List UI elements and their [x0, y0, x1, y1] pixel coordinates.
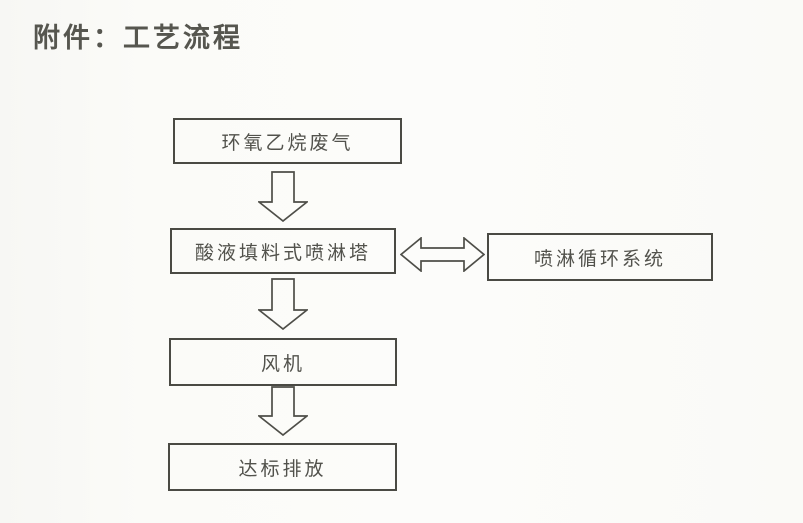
flow-node-fan-label: 风机: [260, 353, 305, 375]
flow-node-circulation-system-label: 喷淋循环系统: [533, 248, 666, 270]
flow-node-compliant-discharge-label: 达标排放: [238, 458, 327, 480]
flow-node-waste-gas-label: 环氧乙烷废气: [221, 132, 354, 154]
flow-node-compliant-discharge: 达标排放: [168, 443, 397, 491]
flow-node-circulation-system: 喷淋循环系统: [487, 233, 713, 281]
flow-node-spray-tower-label: 酸液填料式喷淋塔: [194, 242, 371, 264]
flow-node-fan: 风机: [169, 338, 397, 386]
page-title: 附件：工艺流程: [33, 23, 243, 53]
flow-node-spray-tower: 酸液填料式喷淋塔: [170, 228, 396, 274]
double-arrow-icon-spray-tower-circulation-system: [400, 237, 485, 272]
down-arrow-icon-waste-gas-to-spray-tower: [258, 171, 308, 222]
flow-node-waste-gas: 环氧乙烷废气: [173, 118, 402, 164]
down-arrow-icon-fan-to-discharge: [258, 386, 308, 436]
down-arrow-icon-spray-tower-to-fan: [258, 278, 308, 330]
